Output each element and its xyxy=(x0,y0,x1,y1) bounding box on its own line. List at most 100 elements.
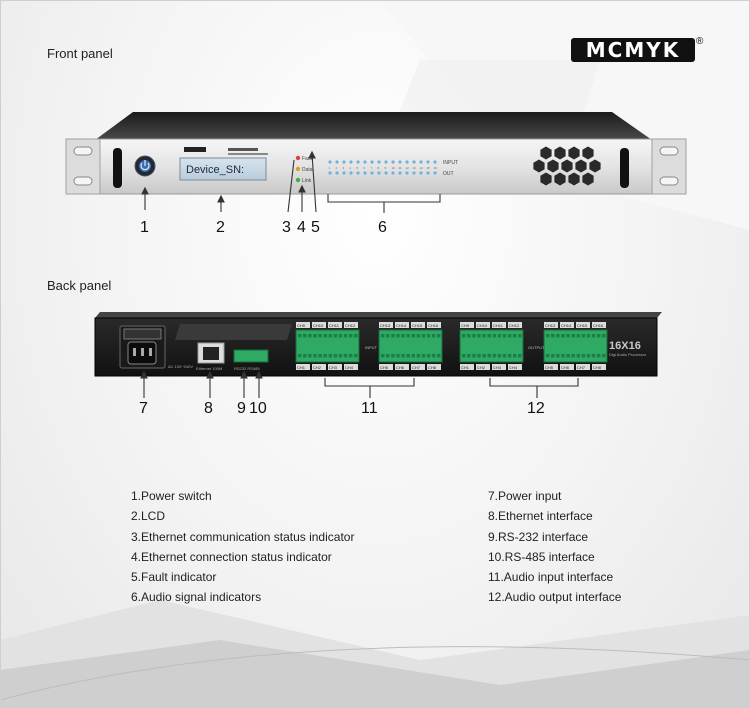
terminal-screw xyxy=(323,334,327,338)
channel-label: CH6 xyxy=(561,365,570,370)
channel-tag xyxy=(560,364,574,370)
terminal-screw xyxy=(432,354,436,358)
terminal-screw xyxy=(303,334,307,338)
terminal-screw xyxy=(343,354,348,358)
output-signal-led xyxy=(433,171,437,175)
channel-label: CH12 xyxy=(509,323,520,328)
ventilation-grille xyxy=(533,146,601,186)
terminal-screw xyxy=(437,354,441,358)
channel-tag xyxy=(328,322,342,328)
channel-tag xyxy=(296,364,310,370)
channel-label: CH12 xyxy=(345,323,356,328)
channel-number: 7 xyxy=(371,166,373,170)
channel-label: CH13 xyxy=(545,323,556,328)
terminal-screw xyxy=(349,354,353,358)
terminal-screw xyxy=(323,354,327,358)
vent-hole xyxy=(540,146,552,160)
channel-number: 3 xyxy=(343,166,345,170)
channel-label: CH10 xyxy=(313,323,324,328)
terminal-screw xyxy=(576,354,580,358)
terminal-screw xyxy=(497,334,502,338)
terminal-screw xyxy=(518,354,522,358)
terminal-screw xyxy=(338,354,343,358)
channel-number: 1 xyxy=(329,166,331,170)
channel-label: CH11 xyxy=(493,323,504,328)
ethernet-label: Ethernet 100M xyxy=(196,366,222,371)
channel-number: 6 xyxy=(364,166,366,170)
input-signal-led xyxy=(377,160,381,164)
terminal-screw xyxy=(472,334,476,338)
terminal-screw xyxy=(381,334,385,338)
data-led-label: Data xyxy=(302,167,313,173)
status-leds: Fault Data Link xyxy=(295,155,314,184)
channel-tag xyxy=(411,322,425,328)
input-signal-led xyxy=(370,160,374,164)
terminal-screw xyxy=(437,334,441,338)
channel-tag xyxy=(476,322,490,328)
terminal-screw xyxy=(507,334,512,338)
terminal-screw xyxy=(477,334,481,338)
input-signal-led xyxy=(419,160,423,164)
channel-tag xyxy=(576,322,590,328)
legend-item: 6.Audio signal indicators xyxy=(131,590,262,605)
channel-label: CH7 xyxy=(412,365,421,370)
vent-hole xyxy=(547,159,559,173)
channel-number: 12 xyxy=(406,166,410,170)
terminal-screw xyxy=(343,334,348,338)
input-signal-led xyxy=(391,160,395,164)
channel-label: CH5 xyxy=(380,365,389,370)
channel-tag xyxy=(344,322,358,328)
terminal-screw xyxy=(406,334,410,338)
channel-tag xyxy=(395,322,409,328)
terminal-screw xyxy=(432,334,436,338)
lcd-text: Device_SN: xyxy=(186,164,244,176)
terminal-screw xyxy=(318,354,322,358)
vent-hole xyxy=(554,146,566,160)
channel-tag xyxy=(560,322,574,328)
input-signal-led xyxy=(426,160,430,164)
terminal-screw xyxy=(406,354,410,358)
output-signal-led xyxy=(349,171,353,175)
vent-hole xyxy=(589,159,601,173)
input-signal-led xyxy=(349,160,353,164)
warning-label xyxy=(175,324,292,340)
callout-6: 6 xyxy=(378,219,387,236)
terminal-screw xyxy=(338,334,343,338)
channel-tag xyxy=(344,364,358,370)
terminal-screw xyxy=(416,334,421,338)
output-signal-led xyxy=(356,171,360,175)
output-signal-led xyxy=(426,171,430,175)
legend-item: 9.RS-232 interface xyxy=(488,529,589,544)
channel-tag xyxy=(460,364,474,370)
channel-label: CH16 xyxy=(428,323,439,328)
terminal-screw xyxy=(416,354,421,358)
callout-1: 1 xyxy=(140,219,149,236)
logo-wordmark: MCMYK xyxy=(571,38,695,62)
channel-label: CH2 xyxy=(313,365,322,370)
front-panel-heading: Front panel xyxy=(47,46,113,61)
channel-label: CH3 xyxy=(329,365,338,370)
channel-tag xyxy=(492,364,506,370)
channel-number: 15 xyxy=(427,166,431,170)
terminal-screw xyxy=(597,354,601,358)
terminal-screw xyxy=(586,334,591,338)
model-badge: 16X16 xyxy=(609,340,641,352)
channel-number: 13 xyxy=(413,166,417,170)
terminal-screw xyxy=(477,354,481,358)
terminal-screw xyxy=(381,354,385,358)
input-row-label: INPUT xyxy=(443,160,458,166)
callout-12: 12 xyxy=(527,400,545,417)
terminal-screw xyxy=(581,334,586,338)
input-signal-led xyxy=(405,160,409,164)
callout-8: 8 xyxy=(204,400,213,417)
channel-tag xyxy=(379,364,393,370)
terminal-screw xyxy=(472,354,476,358)
chassis-top xyxy=(95,112,652,140)
input-signal-led xyxy=(384,160,388,164)
ethernet-port xyxy=(197,342,225,364)
legend-item: 8.Ethernet interface xyxy=(488,509,593,524)
terminal-screw xyxy=(308,334,312,338)
callout-9: 9 xyxy=(237,400,246,417)
